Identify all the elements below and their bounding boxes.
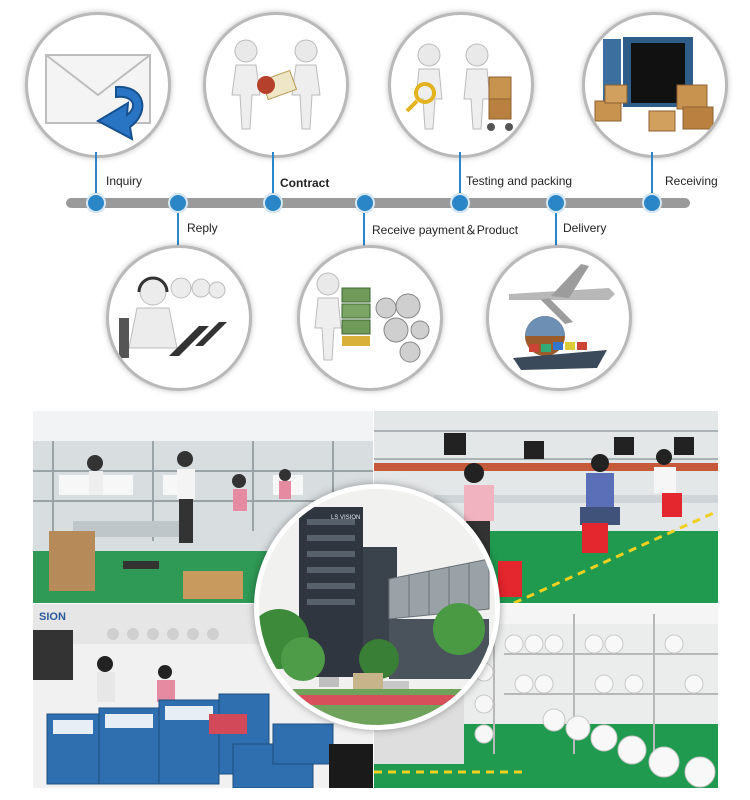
- timeline-connector: [177, 204, 179, 246]
- call-center-icon: [119, 276, 227, 358]
- payment-product-image: [297, 245, 443, 391]
- timeline-dot: [168, 193, 188, 213]
- timeline-dot: [642, 193, 662, 213]
- factory-building-photo: LS VISION: [254, 484, 500, 730]
- step-label-delivery: Delivery: [563, 221, 607, 235]
- timeline-dot: [86, 193, 106, 213]
- money-gears-icon: [314, 272, 430, 363]
- inquiry-image: [25, 12, 171, 158]
- step-label-receive-payment: Receive payment＆Product: [372, 223, 519, 237]
- contract-image: [203, 12, 349, 158]
- timeline-connector: [459, 152, 461, 202]
- step-label-inquiry: Inquiry: [106, 174, 143, 188]
- handshake-contract-icon: [231, 39, 321, 130]
- timeline-dot: [450, 193, 470, 213]
- timeline-dot: [263, 193, 283, 213]
- timeline-dot: [355, 193, 375, 213]
- testing-packing-image: [388, 12, 534, 158]
- timeline-connector: [272, 152, 274, 202]
- receiving-image: [582, 12, 728, 158]
- step-label-contract: Contract: [280, 176, 330, 190]
- timeline-dot: [546, 193, 566, 213]
- building-sign: LS VISION: [331, 515, 360, 521]
- brand-sign: SION: [39, 611, 66, 623]
- timeline-connector: [95, 152, 97, 202]
- envelope-icon: [45, 54, 151, 141]
- container-boxes-icon: [594, 37, 714, 132]
- step-label-testing-packing: Testing and packing: [466, 174, 573, 188]
- step-label-reply: Reply: [187, 221, 218, 235]
- timeline-connector: [363, 204, 365, 246]
- reply-image: [106, 245, 252, 391]
- timeline-connector: [555, 204, 557, 246]
- inspection-packing-icon: [405, 43, 513, 131]
- timeline-connector: [651, 152, 653, 202]
- delivery-image: [486, 245, 632, 391]
- airplane-ship-globe-icon: [509, 264, 615, 370]
- step-label-receiving: Receiving: [665, 174, 718, 188]
- timeline-bar: [66, 198, 690, 208]
